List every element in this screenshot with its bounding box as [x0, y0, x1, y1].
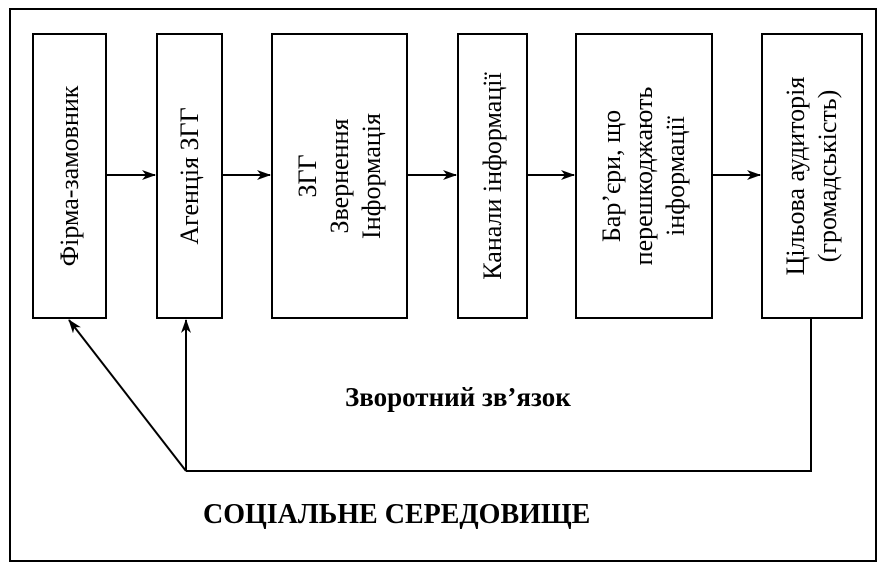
box-target-audience-line-1: Цільова аудиторія	[781, 76, 810, 276]
box-barriers-line-3: інформації	[661, 116, 690, 236]
box-barriers-line-2: перешкоджають	[629, 86, 658, 266]
feedback-arrow-to-client	[68, 319, 187, 472]
box-target-audience-text: Цільова аудиторія (громадськість)	[780, 77, 844, 276]
box-barriers: Бар’єри, що перешкоджають інформації	[575, 33, 713, 319]
box-barriers-text: Бар’єри, що перешкоджають інформації	[596, 87, 692, 266]
environment-label: СОЦІАЛЬНЕ СЕРЕДОВИЩЕ	[203, 499, 591, 530]
box-info-channels-line-1: Канали інформації	[477, 72, 507, 280]
box-target-audience-line-2: (громадськість)	[813, 89, 842, 263]
box-pr-agency-text: Агенція ЗГГ	[174, 107, 206, 244]
box-client-firm-text: Фірма-замовник	[54, 86, 86, 267]
feedback-label: Зворотний зв’язок	[345, 382, 571, 412]
box-client-firm-line-1: Фірма-замовник	[54, 85, 84, 267]
box-barriers-line-1: Бар’єри, що	[597, 109, 626, 243]
box-pr-agency: Агенція ЗГГ	[156, 33, 223, 319]
box-message: ЗГГ Звернення Інформація	[271, 33, 408, 319]
box-pr-agency-line-1: Агенція ЗГГ	[174, 107, 204, 245]
box-message-text: ЗГГ Звернення Інформація	[292, 113, 388, 239]
box-message-line-3: Інформація	[356, 113, 386, 239]
box-message-line-2: Звернення	[324, 118, 354, 234]
box-message-line-1: ЗГГ	[292, 154, 322, 198]
feedback-line	[186, 318, 812, 472]
box-info-channels: Канали інформації	[457, 33, 528, 319]
box-client-firm: Фірма-замовник	[32, 33, 107, 319]
box-info-channels-text: Канали інформації	[477, 72, 509, 279]
outer-frame	[9, 8, 877, 562]
box-target-audience: Цільова аудиторія (громадськість)	[761, 33, 863, 319]
